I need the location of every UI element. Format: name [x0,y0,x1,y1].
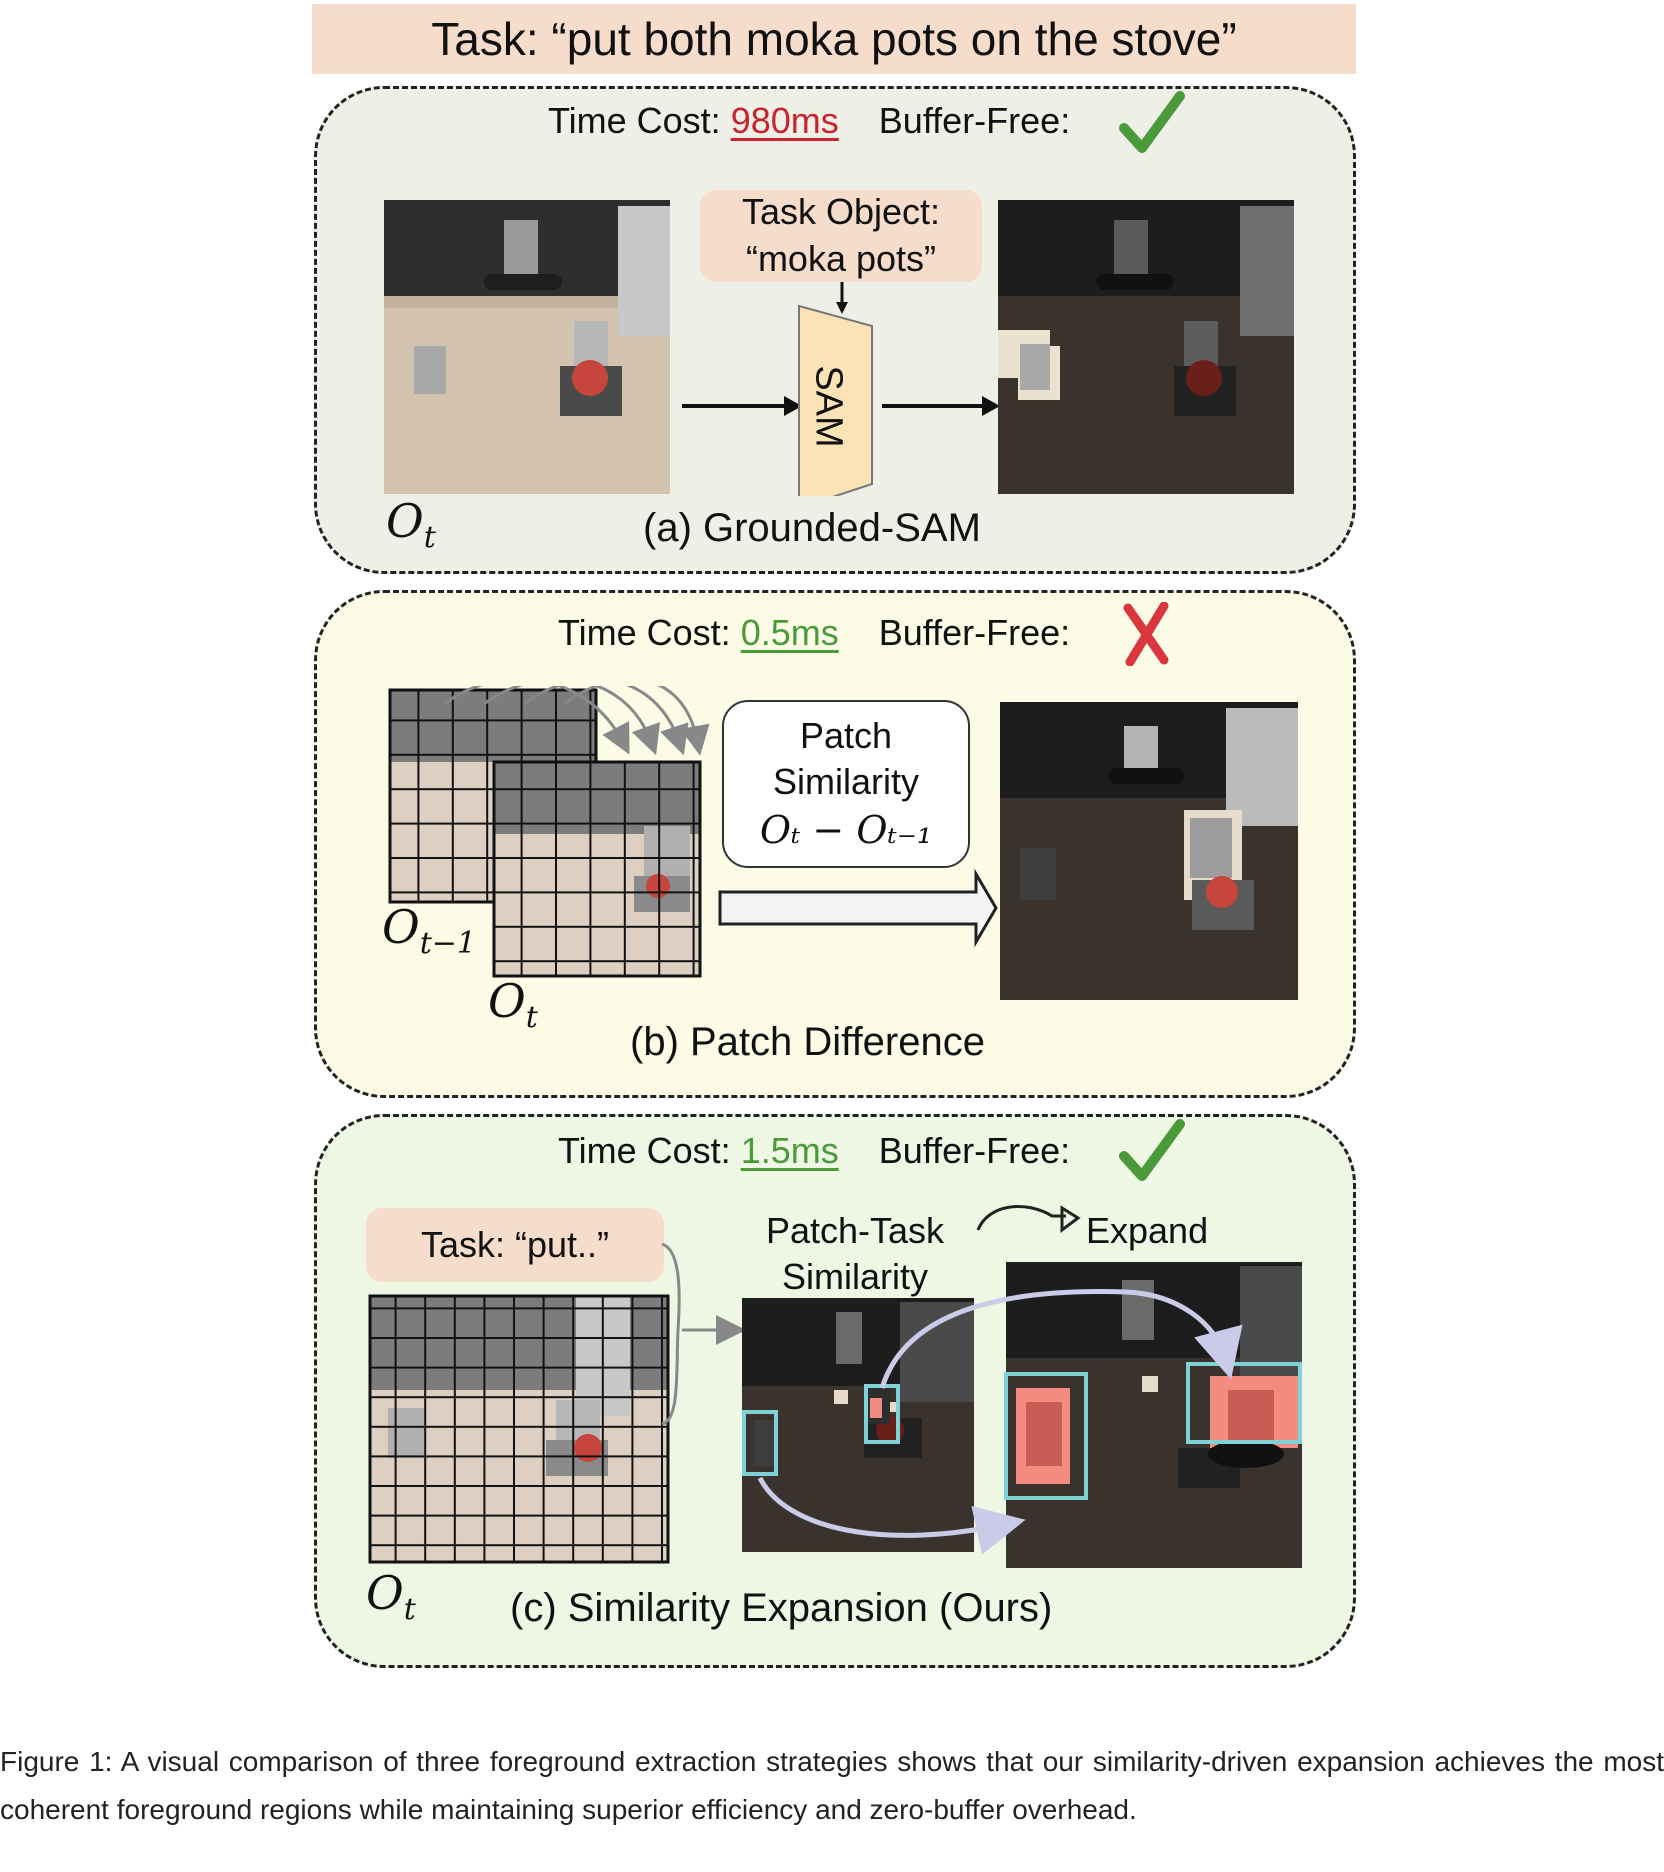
buffer-free-label: Buffer-Free: [878,100,1071,141]
obs-label-b: Ot [488,974,538,1036]
expanded-output-image [1004,1262,1302,1568]
expanded-box [1004,1372,1088,1500]
task-object-value: “moka pots” [745,238,937,279]
time-cost-label: Time Cost: [558,612,731,653]
task-banner: Task: “put both moka pots on the stove” [312,4,1356,74]
check-icon [1119,1119,1185,1181]
hollow-arrow [718,868,998,948]
task-object-title: Task Object: [741,191,941,233]
patch-task-similarity-image [742,1298,974,1552]
candidate-box [742,1410,778,1476]
time-cost-value: 0.5ms [740,612,839,653]
input-observation-image [384,200,670,494]
patch-similarity-title: Patch [799,714,893,756]
expanded-box [1186,1362,1302,1444]
expand-arrow-icon [1060,1205,1081,1233]
patch-task-similarity-label: Patch-Task Similarity [765,1210,945,1298]
current-frame-grid [492,760,702,978]
segmented-output-image [998,200,1294,494]
task-prompt-chip: Task: “put..” [366,1208,664,1282]
similarity-expansion-diagram [368,1205,1302,1568]
patch-difference-diagram [388,686,1298,1000]
time-cost-value: 1.5ms [740,1130,839,1171]
time-cost-label: Time Cost: [558,1130,731,1171]
time-cost-label: Time Cost: [548,100,721,141]
buffer-free-label: Buffer-Free: [878,612,1071,653]
patch-similarity-box: Patch Similarity Oₜ − Oₜ₋₁ [722,700,970,868]
obs-label-c: Ot [366,1566,416,1628]
prev-obs-label: Ot−1 [382,900,476,962]
expand-label: Expand [1086,1210,1209,1251]
cross-icon [1123,602,1169,666]
sam-label-wrap: SAM [807,356,850,456]
buffer-free-label: Buffer-Free: [878,1130,1071,1171]
patch-similarity-formula: Oₜ − Oₜ₋₁ [759,808,933,853]
patch-diff-output-image [1000,702,1298,1000]
panel-a-caption: (a) Grounded-SAM [643,506,981,550]
task-object-chip: Task Object: “moka pots” [700,190,982,282]
time-cost-value: 980ms [730,100,839,141]
panel-a-status: Time Cost: 980ms Buffer-Free: [548,100,1070,142]
sam-model-block [798,304,873,496]
obs-label-a: Ot [386,494,436,556]
panel-c-status: Time Cost: 1.5ms Buffer-Free: [558,1130,1070,1172]
panel-b-status: Time Cost: 0.5ms Buffer-Free: [558,612,1070,654]
sam-label: SAM [807,364,850,448]
panel-b-caption: (b) Patch Difference [630,1020,985,1064]
figure-caption: Figure 1: A visual comparison of three f… [0,1746,1664,1825]
task-patch-grid [368,1294,670,1564]
grounded-sam-diagram [384,200,1294,496]
check-icon [1119,91,1185,153]
panel-c-caption: (c) Similarity Expansion (Ours) [510,1586,1053,1630]
patch-similarity-subtitle: Similarity [772,761,919,803]
